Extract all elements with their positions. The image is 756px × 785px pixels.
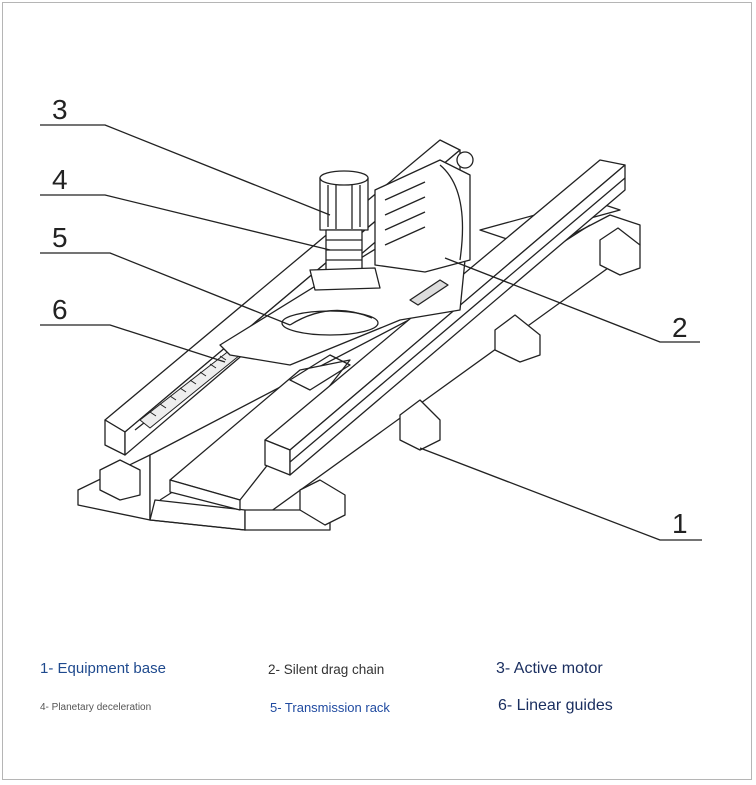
base-pads	[99, 227, 641, 526]
callout-lines	[40, 124, 702, 541]
inner-channel	[169, 354, 351, 511]
legend-transmission-rack: 5- Transmission rack	[270, 700, 390, 715]
drag-chain	[374, 151, 474, 273]
callout-6: 6	[52, 294, 68, 325]
planetary-reducer	[309, 229, 381, 291]
legend-equipment-base: 1- Equipment base	[40, 660, 166, 677]
carriage-plate	[219, 239, 466, 366]
callout-5: 5	[52, 222, 68, 253]
callout-2: 2	[672, 312, 688, 343]
legend-planetary-deceleration: 4- Planetary deceleration	[40, 702, 152, 713]
legend-silent-drag-chain: 2- Silent drag chain	[268, 662, 385, 677]
callout-3: 3	[52, 94, 68, 125]
active-motor	[319, 170, 369, 231]
legend-active-motor: 3- Active motor	[496, 660, 603, 677]
legend-linear-guides: 6- Linear guides	[498, 697, 613, 714]
callout-4: 4	[52, 164, 68, 195]
callout-1: 1	[672, 508, 688, 539]
